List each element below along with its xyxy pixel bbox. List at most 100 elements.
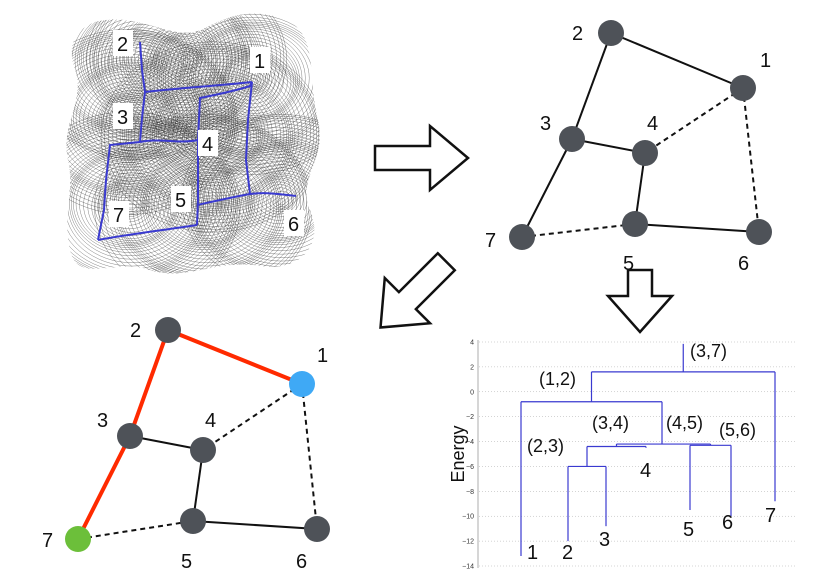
contour-ring (66, 13, 236, 139)
contour-ring (154, 162, 253, 246)
dendrogram-tick-labels: 420−2−4−6−8−10−12−14 (462, 340, 474, 571)
contour-ring (86, 13, 287, 145)
contour-ring (108, 46, 320, 227)
graph-node-4 (632, 140, 658, 166)
path-node-4 (190, 437, 216, 463)
map-label-2: 2 (117, 34, 128, 56)
contour-ring (156, 13, 320, 162)
contour-ring (179, 54, 195, 67)
contour-ring (172, 47, 199, 71)
contour-ring (253, 177, 304, 221)
minimum-energy-paths (97, 41, 297, 241)
dendrogram-branches (520, 343, 776, 557)
path-3-4 (139, 139, 199, 143)
contour-ring (267, 187, 294, 211)
edge-2-1 (610, 32, 744, 89)
contour-ring (259, 181, 298, 215)
path-label-7: 7 (42, 530, 53, 552)
contour-ring (179, 19, 320, 145)
merge-label-4-5: (4,5) (666, 413, 703, 433)
dendrogram-leaf-labels: 1 2 3 4 5 6 7 (527, 460, 776, 564)
edge-1-4-dashed (644, 87, 744, 154)
map-labels: 2 1 3 4 5 6 7 (109, 30, 304, 236)
path-1-6 (244, 81, 297, 197)
map-label-5: 5 (175, 190, 186, 212)
contour-ring (66, 13, 246, 152)
path-4-5 (196, 140, 199, 226)
contour-ring (168, 44, 201, 72)
contour-ring (241, 167, 320, 236)
contour-ring (66, 146, 202, 267)
leaf-label-6: 6 (722, 512, 733, 534)
contour-ring (94, 175, 170, 239)
path-label-3: 3 (97, 410, 108, 432)
graph-node-5 (622, 211, 648, 237)
leaf-label-1: 1 (527, 542, 538, 564)
edge-1-6-dashed (742, 87, 760, 233)
graph-label-5: 5 (623, 253, 634, 275)
merge-label-3-7: (3,7) (690, 341, 727, 361)
tick-label: −2 (466, 414, 474, 421)
contour-ring (192, 192, 219, 216)
leaf-label-7: 7 (765, 505, 776, 527)
path-node-6 (304, 516, 330, 542)
highlighted-path (76, 328, 304, 541)
contour-ring (199, 199, 215, 212)
path-label-2: 2 (130, 320, 141, 342)
contour-ring (150, 158, 256, 248)
map-label-7: 7 (113, 205, 124, 227)
p-edge-1-6-dashed (301, 383, 318, 530)
contour-ring (66, 13, 221, 131)
path-2-1 (144, 81, 253, 93)
contour-ring (94, 90, 170, 154)
contour-ring (66, 131, 214, 274)
contour-ring (124, 13, 247, 111)
leaf-label-4: 4 (640, 460, 651, 482)
map-label-6: 6 (288, 214, 299, 236)
contour-ring (94, 13, 277, 136)
contour-ring (149, 78, 285, 193)
merge-label-2-3: (2,3) (527, 436, 564, 456)
path-node-1-source (289, 371, 315, 397)
map-label-4: 4 (202, 134, 213, 156)
contour-ring (255, 179, 301, 218)
graph-node-1 (730, 75, 756, 101)
merge-label-5-6: (5,6) (719, 420, 756, 440)
contour-ring (66, 148, 200, 263)
contour-ring (233, 160, 320, 240)
path-panel: 1 2 3 4 5 6 7 (42, 317, 330, 573)
contour-ring (126, 13, 243, 108)
edge-2-3 (571, 32, 612, 140)
graph-edges (521, 32, 760, 238)
path-label-4: 4 (205, 410, 216, 432)
contour-ring (66, 61, 202, 182)
contour-ring (209, 44, 296, 118)
contour-ring (66, 138, 208, 274)
contour-ring (182, 57, 191, 66)
branch-merge-2-3 (568, 446, 606, 468)
energy-landscape-panel: 2 1 3 4 5 6 7 (66, 13, 320, 274)
tick-label: −10 (462, 514, 474, 521)
edge-7-5-dashed (521, 223, 636, 238)
contour-ring (152, 32, 221, 91)
contour-ring (149, 13, 320, 169)
path-4-1 (197, 81, 253, 141)
dendrogram-panel: 420−2−4−6−8−10−12−14 Energy 1 2 3 4 5 6 … (448, 340, 795, 571)
down-arrow-icon (605, 268, 675, 334)
merge-label-3-4: (3,4) (592, 413, 629, 433)
contour-ring (162, 169, 249, 243)
contour-ring (196, 196, 217, 214)
contour-ring (66, 13, 218, 129)
contour-ring (237, 164, 320, 238)
contour-ring (92, 13, 281, 139)
graph-panel: 1 2 3 4 5 6 7 (485, 20, 772, 275)
graph-label-3: 3 (540, 113, 551, 135)
path-5-6 (196, 193, 251, 206)
branch-merge-3-7 (591, 343, 775, 373)
contour-ring (156, 36, 213, 85)
tick-label: −6 (466, 464, 474, 471)
tick-label: −8 (466, 489, 474, 496)
merge-label-1-2: (1,2) (539, 369, 576, 389)
contour-ring (179, 105, 255, 169)
